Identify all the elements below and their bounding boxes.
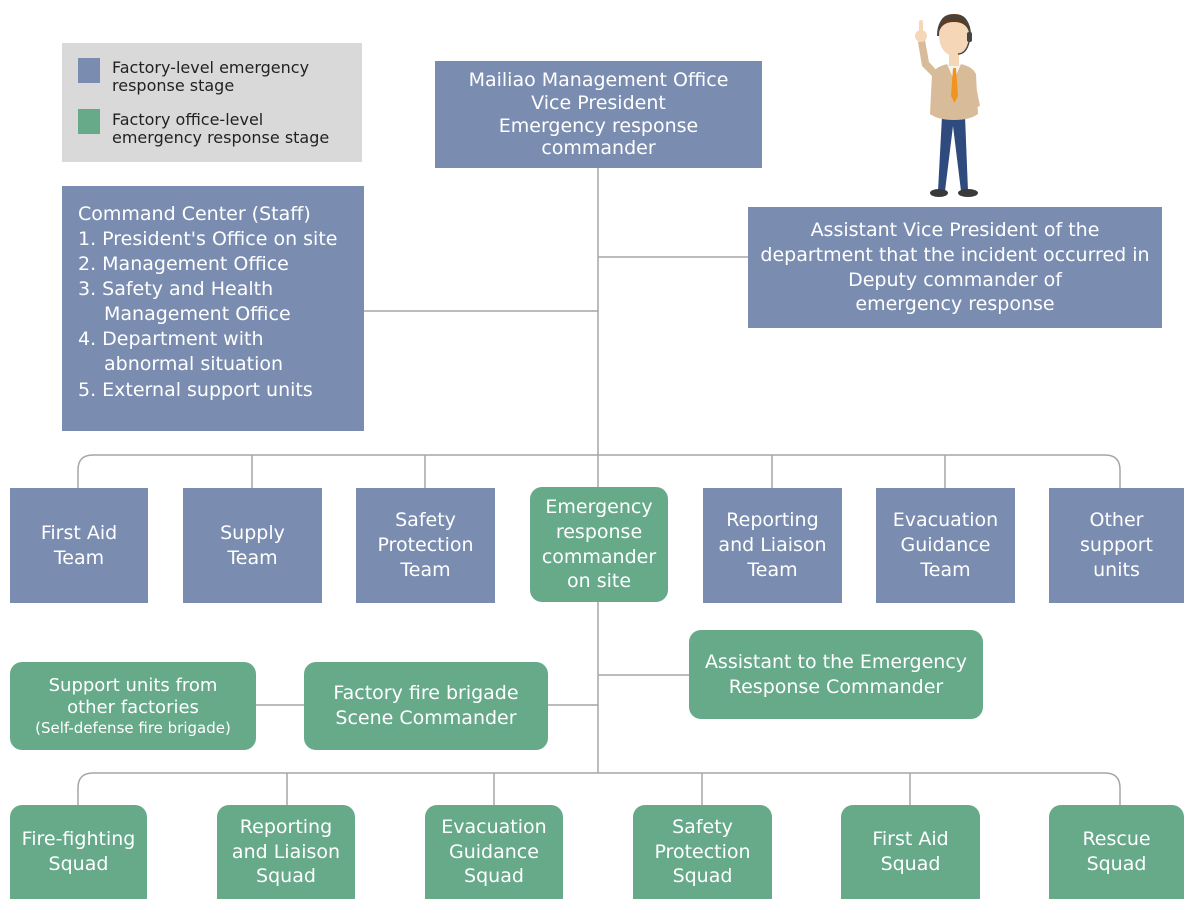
support-units-box: Support units from other factories (Self…	[10, 662, 256, 750]
command-center-item-3-cont: Management Office	[104, 303, 291, 326]
person-with-headset-illustration	[915, 14, 980, 197]
office-level-swatch	[78, 109, 100, 134]
command-center-item-3: 3. Safety and Health	[78, 278, 274, 301]
legend-factory-level-label: Factory-level emergency response stage	[112, 58, 310, 96]
legend: Factory-level emergency response stage F…	[62, 43, 362, 162]
team-supply: Supply Team	[183, 488, 322, 603]
deputy-commander-box: Assistant Vice President of the departme…	[748, 207, 1162, 328]
top-commander-box: Mailiao Management Office Vice President…	[435, 61, 762, 168]
on-site-commander: Emergency response commander on site	[530, 487, 668, 602]
team-safety-protection: Safety Protection Team	[356, 488, 495, 603]
factory-level-swatch	[78, 58, 100, 83]
support-units-label: Support units from other factories	[48, 674, 218, 718]
command-center-item-2: 2. Management Office	[78, 253, 289, 276]
squad-reporting-liaison: Reporting and Liaison Squad	[217, 805, 355, 899]
team-evacuation-guidance: Evacuation Guidance Team	[876, 488, 1015, 603]
legend-office-level-label: Factory office-level emergency response …	[112, 110, 330, 148]
support-units-sublabel: (Self-defense fire brigade)	[35, 718, 231, 737]
squad-rescue: Rescue Squad	[1049, 805, 1184, 899]
command-center-box: Command Center (Staff) 1. President's Of…	[62, 186, 364, 431]
squad-first-aid: First Aid Squad	[841, 805, 980, 899]
command-center-item-1: 1. President's Office on site	[78, 228, 338, 251]
command-center-item-5: 5. External support units	[78, 378, 313, 401]
team-other-support: Other support units	[1049, 488, 1184, 603]
squad-fire-fighting: Fire-fighting Squad	[10, 805, 147, 899]
command-center-item-4-cont: abnormal situation	[104, 353, 284, 376]
team-reporting-liaison: Reporting and Liaison Team	[703, 488, 842, 603]
command-center-title: Command Center (Staff)	[78, 203, 311, 225]
fire-brigade-commander: Factory fire brigade Scene Commander	[304, 662, 548, 750]
command-center-item-4: 4. Department with	[78, 328, 264, 351]
team-first-aid: First Aid Team	[10, 488, 148, 603]
assistant-commander: Assistant to the Emergency Response Comm…	[689, 630, 983, 719]
squad-evacuation-guidance: Evacuation Guidance Squad	[425, 805, 563, 899]
squad-safety-protection: Safety Protection Squad	[633, 805, 772, 899]
